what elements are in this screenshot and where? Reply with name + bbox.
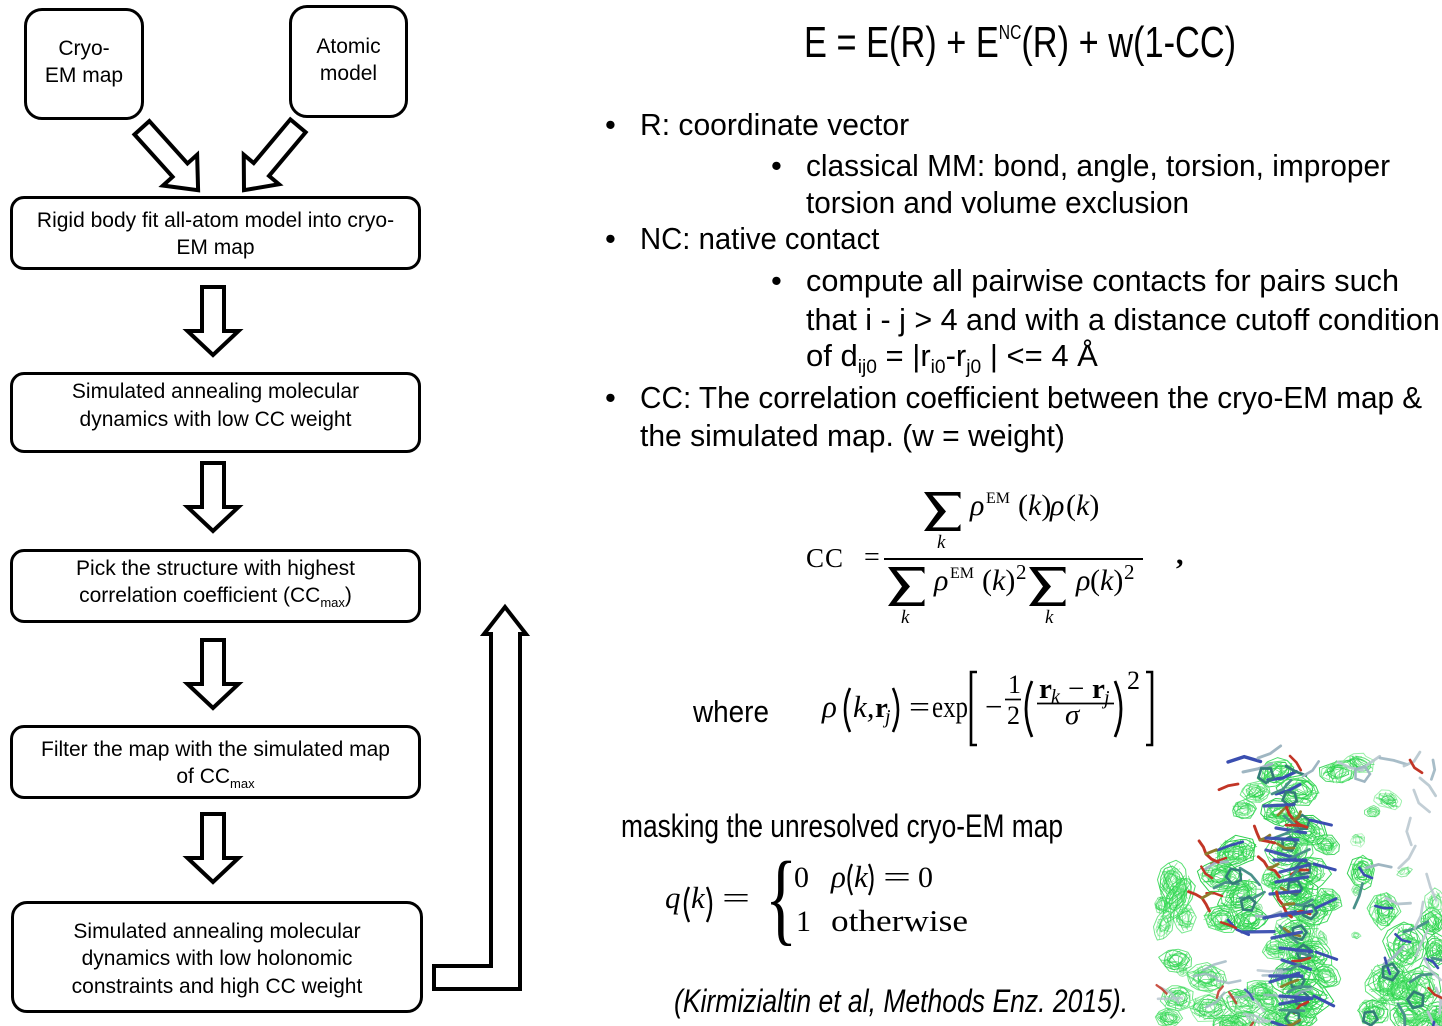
svg-text:=: =	[883, 859, 911, 894]
svg-text:−: −	[985, 689, 1002, 724]
svg-text:k: k	[901, 607, 910, 628]
svg-text:0: 0	[794, 861, 809, 894]
svg-text:CC: CC	[806, 543, 844, 573]
svg-text:ρ: ρ	[821, 689, 837, 724]
svg-text:2: 2	[1124, 560, 1135, 584]
svg-text:q: q	[665, 880, 681, 915]
svg-text:k: k	[1051, 686, 1061, 708]
svg-text:1: 1	[796, 905, 811, 938]
svg-text:j: j	[882, 706, 891, 728]
svg-text:k: k	[854, 859, 869, 894]
svg-text:=: =	[909, 689, 930, 724]
svg-text:j: j	[1101, 687, 1110, 709]
svg-text:(k): (k)	[1066, 489, 1099, 522]
svg-text:σ: σ	[1065, 699, 1081, 731]
svg-text:2: 2	[1016, 560, 1027, 584]
svg-text:2: 2	[1007, 701, 1020, 730]
svg-text:k: k	[1045, 607, 1054, 628]
svg-text:r: r	[1092, 673, 1105, 705]
svg-text:0: 0	[918, 861, 933, 894]
svg-text:EM: EM	[950, 565, 974, 582]
svg-text:exp: exp	[932, 689, 968, 724]
svg-text:k: k	[691, 880, 706, 915]
svg-text:(k): (k)	[1090, 564, 1123, 597]
svg-text:r: r	[1039, 673, 1052, 705]
svg-text:=: =	[864, 542, 880, 573]
svg-text:ρ: ρ	[1075, 564, 1090, 597]
svg-text:ρ: ρ	[933, 564, 948, 597]
svg-text:(k): (k)	[1018, 489, 1051, 522]
svg-text:−: −	[1068, 673, 1084, 705]
svg-text:EM: EM	[986, 490, 1010, 507]
svg-text:,: ,	[1176, 538, 1184, 571]
svg-text:2: 2	[1127, 666, 1140, 695]
svg-text:ρ: ρ	[1049, 489, 1064, 522]
svg-text:(k): (k)	[982, 564, 1015, 597]
svg-text:ρ: ρ	[830, 859, 846, 894]
svg-text:k,: k,	[853, 689, 875, 724]
svg-text:{: {	[765, 841, 797, 955]
svg-text:1: 1	[1008, 670, 1021, 699]
svg-text:otherwise: otherwise	[831, 903, 968, 938]
svg-text:=: =	[722, 880, 750, 915]
svg-text:ρ: ρ	[969, 489, 984, 522]
svg-text:k: k	[937, 532, 946, 553]
svg-text:r: r	[875, 692, 888, 724]
